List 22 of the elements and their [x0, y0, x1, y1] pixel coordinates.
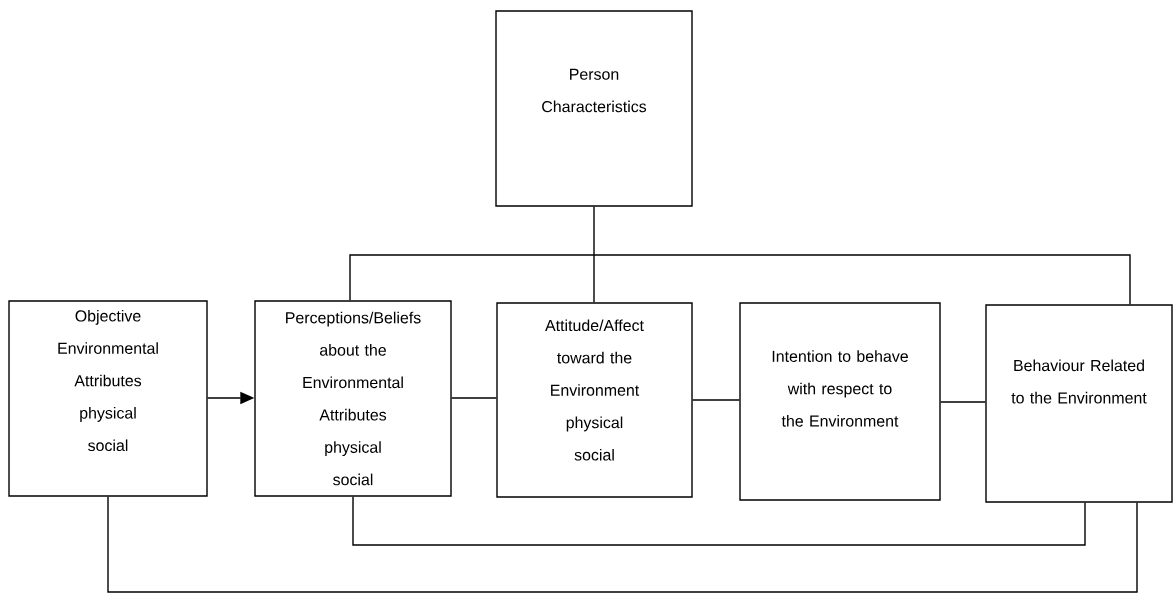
connector-line: [940, 401, 986, 403]
connector-line: [107, 496, 1138, 593]
connector-line: [593, 206, 595, 303]
process-box: [254, 300, 452, 497]
connector-line: [349, 254, 1131, 305]
process-box: [985, 304, 1173, 503]
node-label: Person Characteristics: [542, 68, 647, 113]
process-box: [495, 10, 693, 207]
node-label: Behaviour Related to the Environment: [1011, 359, 1147, 404]
node-label: physical: [566, 416, 623, 432]
connector-line: [692, 399, 740, 401]
node-label: physical: [80, 407, 136, 422]
node-label: physical: [325, 441, 381, 457]
process-box: [496, 302, 693, 498]
node-label: social: [333, 473, 373, 486]
process-box: [8, 300, 208, 497]
node-label: Intention to behave with respect to the Environment: [772, 350, 908, 427]
process-box: [739, 302, 941, 501]
connector-line: [352, 496, 1086, 546]
node-label: social: [88, 439, 128, 452]
node-label: social: [574, 448, 614, 461]
connector-line: [451, 397, 497, 399]
